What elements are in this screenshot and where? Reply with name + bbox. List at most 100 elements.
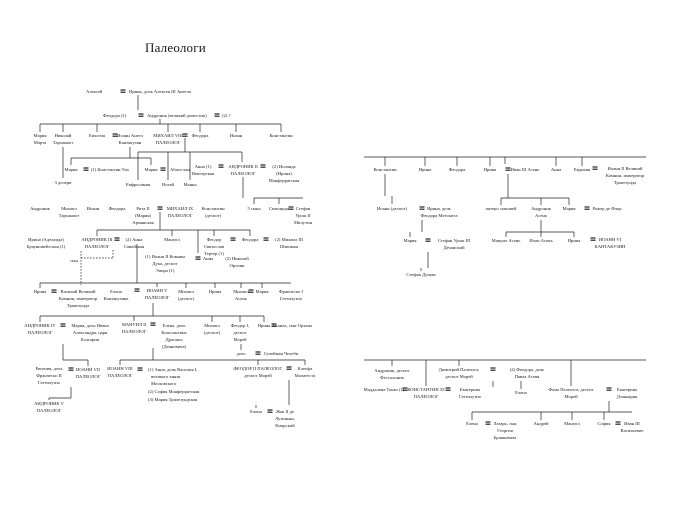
marriage-symbol: [195, 256, 201, 260]
person-label: ФЕОДОР II ПАЛЕОЛОГ,: [233, 366, 282, 372]
person-label: ПАЛЕОЛОГ: [85, 244, 110, 249]
person-label: деспот: [233, 330, 246, 335]
person-label: (Деяновича): [162, 344, 187, 349]
person-label: Евлогия: [89, 133, 106, 138]
person-label: Елена, дочь: [163, 323, 186, 329]
person-label: Жак II де: [276, 409, 294, 414]
person-label: Трапезунда: [67, 303, 89, 308]
person-label: (деспот): [205, 213, 222, 218]
marriage-symbol: [263, 237, 269, 241]
marriage-symbol: [267, 409, 273, 413]
person-label: (деспот): [178, 296, 195, 301]
marriage-symbol: [112, 133, 118, 137]
person-label: ПАЛЕОЛОГ: [76, 374, 101, 379]
person-label: (2) София Монферратская: [148, 389, 200, 394]
marriage-symbol: [83, 167, 89, 171]
marriage-symbol: [182, 133, 188, 137]
marriage-symbol: [606, 387, 612, 391]
marriage-symbol: [60, 323, 66, 327]
person-label: Феодор I,: [231, 323, 250, 329]
marriage-symbol: [138, 113, 144, 117]
person-label: ПАЛЕОЛОГ: [108, 373, 133, 378]
person-label: Стефан: [296, 206, 311, 211]
person-label: Гаттилузио: [280, 296, 303, 301]
person-label: деспот Морей: [244, 373, 272, 378]
person-label: Ирина: [258, 323, 271, 328]
marriage-symbol: [288, 206, 294, 210]
person-label: пятеро сыновей: [486, 206, 517, 211]
person-label: Франческо I: [279, 289, 303, 294]
person-label: ПАЛЕОЛОГ: [122, 329, 147, 334]
marriage-symbol: [615, 421, 621, 425]
page-title: Палеологи: [145, 40, 206, 55]
person-label: Ирина: [34, 289, 47, 294]
person-label: Ирина, дочь Алексея III Ангела: [129, 89, 191, 95]
person-label: Иоанн (деспот): [377, 206, 407, 211]
person-label: Франческо II: [36, 373, 62, 378]
person-label: Екатерина: [460, 387, 480, 392]
person-label: Елена: [466, 421, 478, 426]
person-label: Лазарь, сын: [493, 421, 517, 427]
person-label: Бранковича: [494, 435, 517, 440]
person-label: ИОАНН VII: [76, 367, 100, 372]
person-label: (2) Иоланда: [272, 164, 295, 169]
marriage-symbol: [592, 166, 598, 170]
person-label: Мария, дочь Ивана: [71, 323, 108, 329]
person-label: Тарханиот: [53, 140, 73, 145]
person-label: деспот Морей: [445, 374, 473, 379]
person-label: Рита II: [136, 206, 150, 211]
marriage-symbol: [230, 237, 236, 241]
person-label: (2) Николай: [225, 256, 249, 261]
person-label: Комнин, император: [59, 296, 98, 302]
person-label: Халиль, сын Орхана: [272, 323, 312, 329]
person-label: Драгаша: [166, 337, 183, 342]
person-label: Гаттилузио: [38, 380, 61, 385]
person-label: Елена: [515, 390, 527, 395]
marriage-symbol: [485, 421, 491, 425]
person-label: Мануил Асень: [492, 238, 521, 243]
person-label: ПАЛЕОЛОГ: [156, 140, 181, 145]
person-label: (3) Мария Трапезундская: [148, 397, 198, 402]
marriage-symbol: [402, 387, 408, 391]
person-label: Елена: [250, 409, 262, 414]
person-label: Иоанн: [230, 133, 243, 138]
person-label: ИОАНН V: [147, 288, 169, 293]
person-label: Абага-хан: [170, 167, 190, 172]
person-label: Николай: [55, 133, 72, 138]
person-label: Константина: [161, 330, 186, 335]
person-label: (2) Михаил III: [275, 237, 303, 242]
person-label: Дечанский: [443, 245, 465, 250]
person-label: Феодора (1): [103, 113, 127, 118]
marriage-symbol: [286, 366, 292, 370]
person-label: Феодора: [242, 237, 259, 242]
marriage-symbol: [134, 288, 140, 292]
person-label: 3 дочери: [54, 180, 72, 185]
person-label: Мария: [145, 167, 159, 172]
marriage-symbol: [490, 367, 496, 371]
person-label: Гаттилузио: [459, 394, 482, 399]
person-label: (1) Анна, дочь Василия I,: [148, 367, 197, 373]
person-label: Евфросиния: [126, 182, 151, 187]
person-label: Иоан Асень: [529, 238, 552, 243]
person-label: (Ирина): [276, 171, 292, 176]
person-label: Андрей: [534, 421, 549, 426]
person-label: Венгерская: [192, 171, 215, 176]
person-label: Феодора Метохита: [420, 213, 457, 218]
person-label: Стефан Душан: [406, 272, 436, 277]
marriage-symbol: [505, 167, 511, 171]
person-label: (2) Феодора, дочь: [510, 367, 545, 373]
person-label: Московского: [151, 381, 177, 386]
person-label: Тарханиот: [59, 213, 79, 218]
person-label: Милутин: [294, 220, 313, 225]
person-label: Асень: [535, 213, 547, 218]
marriage-symbol: [114, 237, 120, 241]
person-label: Стефан Урош III: [438, 238, 471, 243]
person-label: Брауншвейгская (1): [27, 244, 66, 249]
person-label: Асень: [235, 296, 247, 301]
person-label: Манна: [183, 182, 196, 187]
person-label: (2) ?: [222, 113, 231, 118]
person-label: Ирина: [568, 238, 581, 243]
marriage-symbol: [120, 89, 126, 93]
person-label: Клеофа: [298, 366, 313, 371]
person-label: великого князя: [151, 374, 181, 379]
